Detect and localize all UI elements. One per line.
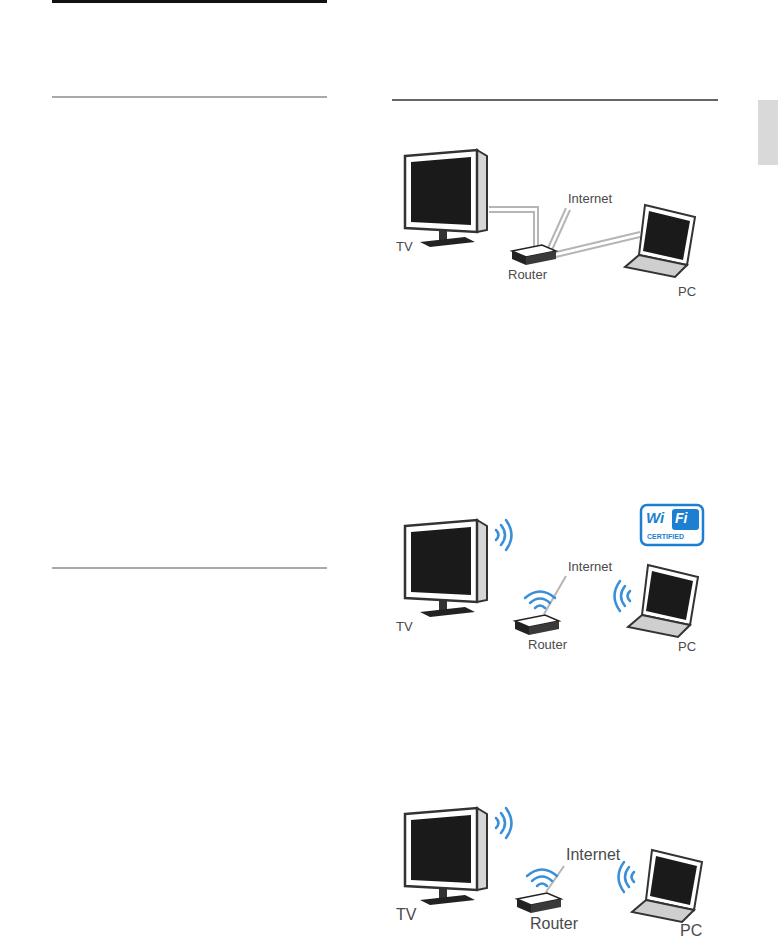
device-label: TV [396,620,413,634]
device-label: TV [396,906,416,924]
wireless-diagram [405,505,703,637]
header-bar [52,0,327,3]
network-label: Internet [566,846,620,864]
device-label: PC [680,922,702,940]
device-label: PC [678,640,696,654]
device-label: Router [508,268,547,282]
section-rule [52,567,327,568]
wireless-diagram [405,808,702,922]
section-rule [52,96,327,97]
network-label: Internet [568,192,612,206]
section-rule [392,99,718,101]
device-label: Router [530,915,578,933]
language-tab [758,100,778,165]
logo-text: CERTIFIED [647,533,684,541]
logo-text: Wi [646,510,664,527]
logo-text: Fi [675,511,687,526]
device-label: Router [528,638,567,652]
wired-diagram [405,150,695,277]
network-label: Internet [568,560,612,574]
device-label: TV [396,240,413,254]
device-label: PC [678,285,696,299]
wifi-logo [641,505,703,545]
